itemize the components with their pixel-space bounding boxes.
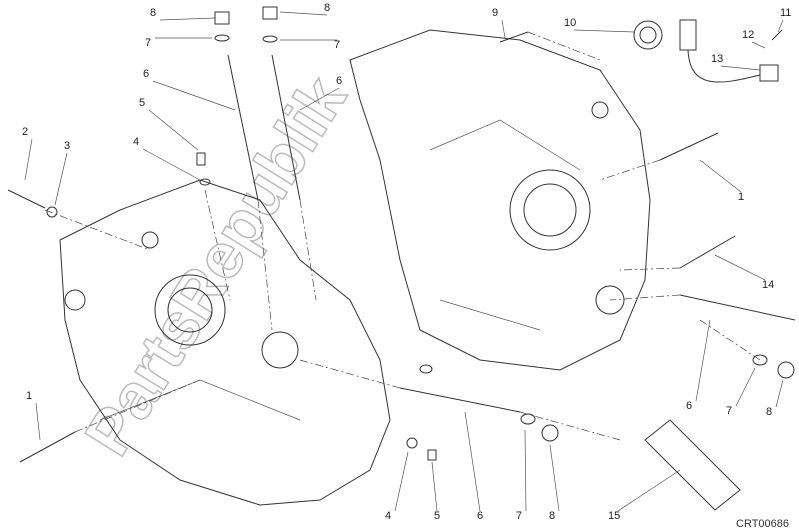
callout-14: 14 [762,279,774,291]
leader-line [394,451,409,512]
callout-8: 8 [549,510,555,522]
callout-4: 4 [133,136,139,148]
leader-line [54,152,68,206]
callout-8: 8 [324,2,330,14]
studs-and-bolts [7,6,796,511]
leader-line [24,138,33,181]
callout-7: 7 [145,37,151,49]
callout-3: 3 [64,140,70,152]
leader-line [714,254,766,281]
leader-line [501,19,506,39]
leader-line [720,65,761,71]
callout-7: 7 [516,510,522,522]
leader-line [142,148,201,181]
leader-line [279,11,328,16]
callout-4: 4 [385,510,391,522]
leader-line [777,19,784,33]
leader-line [299,87,340,111]
callout-10: 10 [564,17,576,29]
callout-9: 9 [492,7,498,19]
leader-lines [24,11,784,512]
leader-line [464,411,481,512]
leader-line [159,17,216,21]
callout-5: 5 [139,97,145,109]
leader-line [524,429,527,512]
callout-2: 2 [22,126,28,138]
callout-8: 8 [150,7,156,19]
leader-line [695,319,711,402]
callout-11: 11 [780,7,791,19]
watermark: PartsRepublik [71,64,360,467]
callout-12: 12 [742,29,754,41]
callout-6: 6 [143,68,149,80]
left-crankcase-half [59,179,391,506]
leader-line [35,402,41,441]
leader-line [152,80,236,111]
callout-7: 7 [726,405,732,417]
callout-8: 8 [766,406,772,418]
callout-1: 1 [738,191,744,203]
leader-line [573,29,636,33]
callout-6: 6 [686,400,692,412]
leader-line [617,469,681,512]
leader-line [699,159,742,193]
leader-line [775,379,784,408]
callout-6: 6 [336,75,342,87]
leader-line [751,41,766,49]
callout-6: 6 [477,510,483,522]
drawing-code: CRT00686 [736,518,789,530]
callout-5: 5 [434,510,440,522]
centerlines [44,31,761,441]
leader-line [735,367,756,407]
callout-7: 7 [334,39,340,51]
leader-line [148,109,199,151]
callout-15: 15 [608,510,620,522]
callout-13: 13 [711,53,723,65]
leader-line [549,444,560,512]
leader-line [431,461,438,512]
callout-1: 1 [26,390,32,402]
right-crankcase-half [349,29,651,371]
